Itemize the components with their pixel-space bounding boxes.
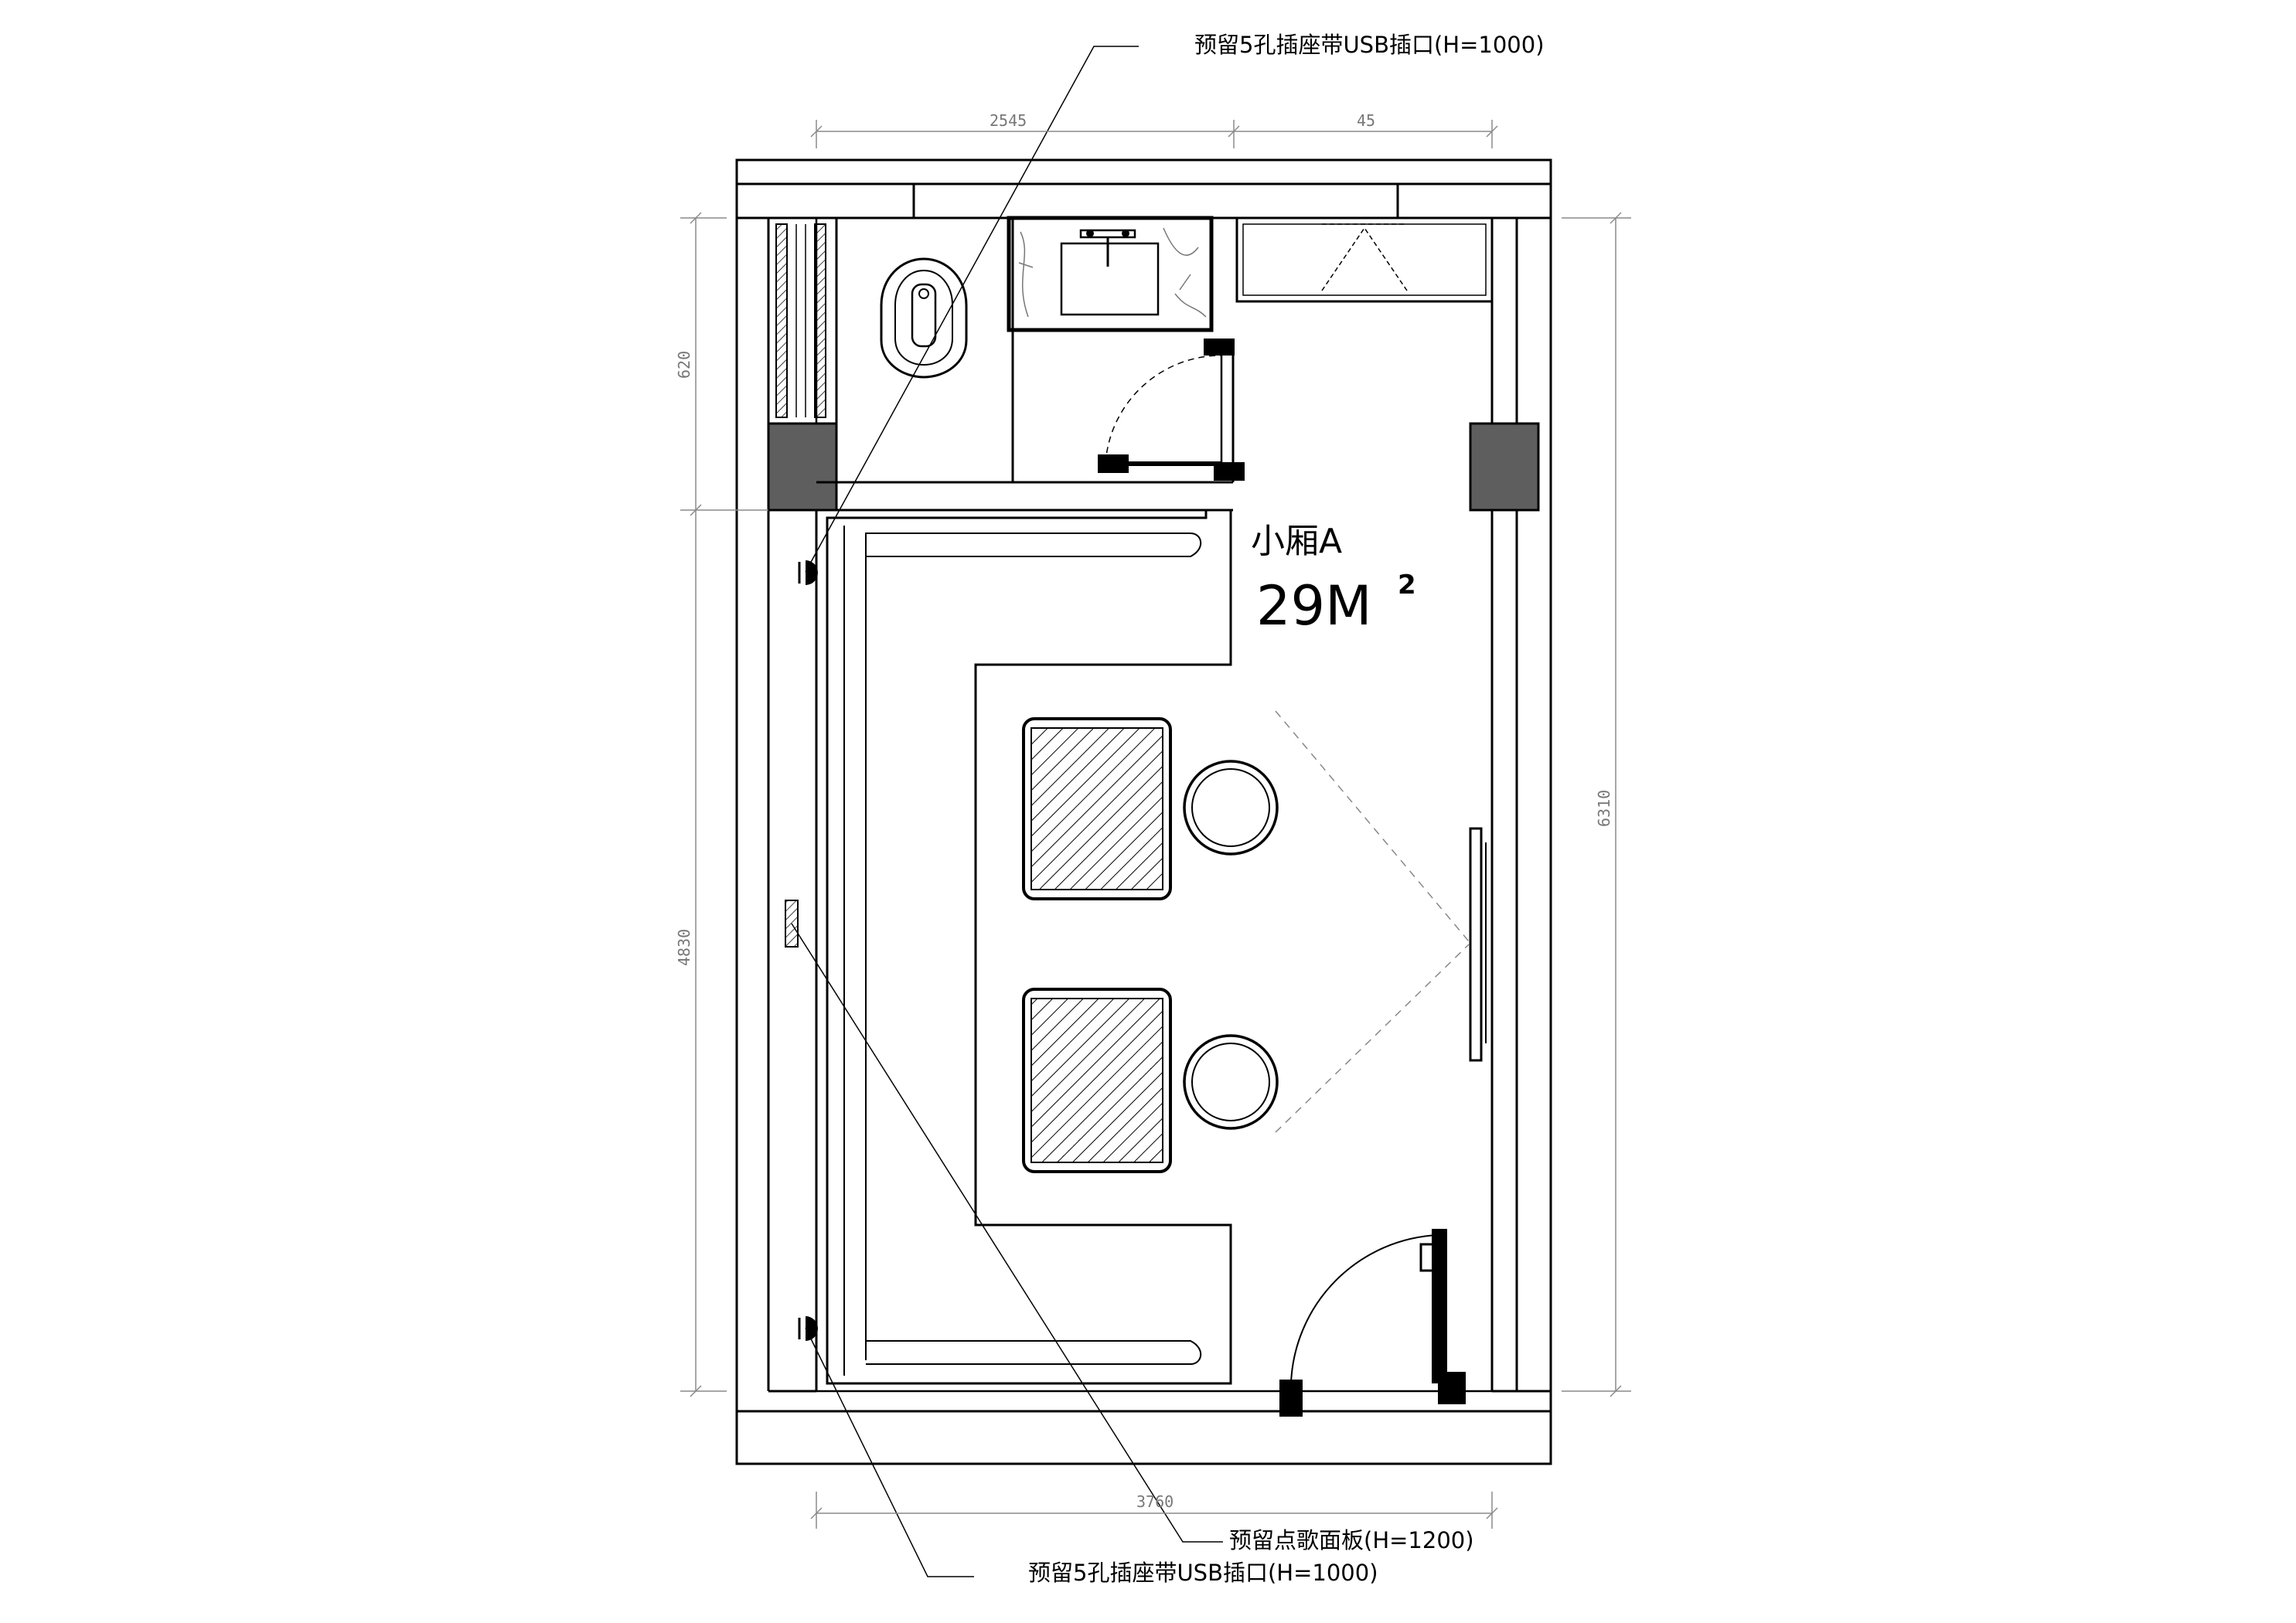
callout-karaoke-panel: 预留点歌面板(H=1200) xyxy=(1229,1527,1474,1553)
stool-upper xyxy=(1183,760,1279,856)
tv-screen xyxy=(1275,710,1487,1133)
callout-socket-bottom: 预留5孔插座带USB插口(H=1000) xyxy=(1028,1560,1378,1586)
stool-lower xyxy=(1183,1034,1279,1130)
socket-upper-icon xyxy=(798,560,818,585)
shower-cabinet xyxy=(1235,216,1494,303)
washbasin-vanity xyxy=(1007,216,1214,332)
socket-lower-icon xyxy=(798,1316,818,1341)
bathroom-door[interactable] xyxy=(1098,339,1245,481)
bathroom-zone xyxy=(767,216,1494,512)
karaoke-panel-icon xyxy=(785,900,799,948)
dim-right: 6310 xyxy=(1595,790,1613,827)
room-area-exponent: 2 xyxy=(1398,570,1416,601)
dim-top-left: 2545 xyxy=(990,111,1027,130)
dimension-lines xyxy=(680,120,1631,1529)
callout-socket-top: 预留5孔插座带USB插口(H=1000) xyxy=(1194,32,1545,58)
column-left xyxy=(767,422,838,512)
table-lower xyxy=(1022,988,1172,1173)
entrance-door[interactable] xyxy=(1279,1229,1466,1417)
room-area-value: 29M xyxy=(1256,574,1371,638)
squat-toilet-icon xyxy=(880,257,968,379)
dim-left-upper: 620 xyxy=(675,351,693,379)
room-name: 小厢A xyxy=(1251,522,1342,561)
callout-leaders xyxy=(791,46,1223,1577)
room-area: 29M xyxy=(1256,574,1371,638)
dim-top-right: 45 xyxy=(1357,111,1375,130)
towel-radiator xyxy=(767,216,838,425)
column-right xyxy=(1469,422,1540,512)
structural-columns xyxy=(767,422,1540,512)
sofa xyxy=(826,509,1232,1385)
table-upper xyxy=(1022,717,1172,900)
dim-left-lower: 4830 xyxy=(675,929,693,966)
sink-bowl-icon xyxy=(1060,242,1160,316)
dim-bottom: 3760 xyxy=(1136,1492,1174,1511)
